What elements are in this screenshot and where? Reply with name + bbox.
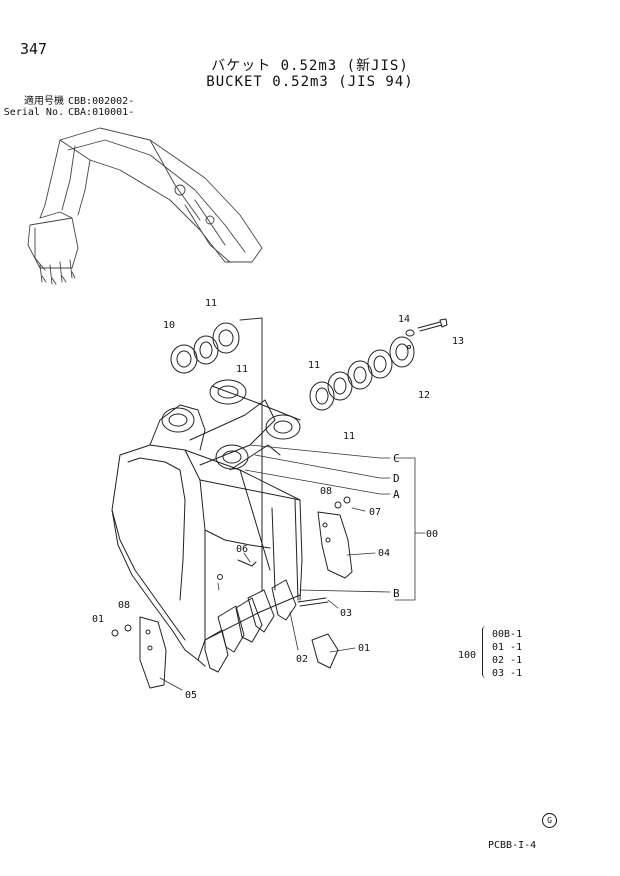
bolt-08-left (124, 624, 132, 632)
callout-10: 10 (163, 320, 175, 331)
shim-11-left-a (193, 335, 219, 365)
footer-code: PCBB-I-4 (488, 840, 537, 851)
callout-08: 08 (118, 600, 130, 611)
callout-11: 11 (205, 298, 217, 309)
tooth-01-loose (311, 633, 339, 669)
callout-06: 06 (236, 544, 248, 555)
callout-07: 07 (369, 507, 381, 518)
bolt-06 (217, 559, 257, 580)
callout-00: 00 (426, 529, 438, 540)
pin-03 (297, 597, 329, 607)
callout-13: 13 (452, 336, 464, 347)
callout-11: 11 (236, 364, 248, 375)
shim-11-right-d (367, 349, 393, 379)
callout-B: B (393, 587, 400, 600)
callout-12: 12 (418, 390, 430, 401)
title-english: BUCKET 0.52m3 (JIS 94) (206, 74, 414, 90)
leader-left-shims (239, 317, 263, 421)
assembly-number: 100 (458, 650, 477, 661)
washer-10 (170, 344, 198, 374)
title-japanese: バケット 0.52m3 (新JIS) (211, 58, 409, 74)
serial-block: 適用号機 CBB:002002- Serial No. CBA:010001- (0, 96, 134, 118)
nut-07-left (111, 629, 119, 637)
leader-lines (159, 444, 426, 691)
callout-labels: 11 10 11 14 13 12 11 11 C D A B 08 07 00… (92, 298, 464, 701)
callout-A: A (393, 488, 400, 501)
boss-lower-right (265, 414, 301, 440)
callout-C: C (393, 452, 400, 465)
assembly-rows: 00B-1 01 -1 02 -1 03 -1 (492, 628, 522, 680)
excavator-arm-illustration (27, 127, 263, 285)
callout-04: 04 (378, 548, 390, 559)
callout-11: 11 (343, 431, 355, 442)
nut-07 (343, 496, 351, 504)
assembly-row: 03 -1 (492, 668, 523, 679)
serial-value: CBA:010001- (68, 107, 135, 118)
brace (482, 626, 489, 678)
revision-mark: G (542, 813, 557, 828)
side-cutter-04 (317, 511, 353, 579)
shim-11-right-a (309, 381, 335, 411)
shim-11-left-b (212, 322, 240, 354)
callout-03: 03 (340, 608, 352, 619)
callout-05: 05 (185, 690, 197, 701)
assembly-row: 01 -1 (492, 642, 523, 653)
serial-value: CBB:002002- (68, 96, 135, 107)
bolt-13 (417, 318, 448, 332)
plate-12 (389, 336, 415, 368)
page-number: 347 (20, 40, 48, 58)
callout-11: 11 (308, 360, 320, 371)
boss-lower-left (215, 444, 249, 470)
side-cutter-05 (139, 616, 167, 689)
serial-label: Serial No. (3, 107, 64, 118)
tooth-2 (217, 605, 245, 653)
boss-upper-right (209, 379, 301, 421)
serial-row-2: Serial No. CBA:010001- (0, 107, 134, 118)
tooth-5 (271, 579, 297, 621)
tooth-1 (204, 629, 229, 673)
serial-label: 適用号機 (24, 96, 64, 107)
tooth-3 (235, 597, 263, 643)
callout-01: 01 (92, 614, 104, 625)
callout-02: 02 (296, 654, 308, 665)
bolt-08-right (334, 501, 342, 509)
assembly-row: 00B-1 (492, 629, 523, 640)
callout-D: D (393, 472, 400, 485)
callout-01: 01 (358, 643, 370, 654)
callout-14: 14 (398, 314, 410, 325)
callout-08: 08 (320, 486, 332, 497)
washer-14 (405, 329, 415, 337)
serial-row-1: 適用号機 CBB:002002- (0, 96, 134, 107)
bucket-body (111, 399, 303, 667)
assembly-row: 02 -1 (492, 655, 523, 666)
boss-upper-left (161, 407, 195, 433)
tooth-4 (247, 589, 275, 633)
